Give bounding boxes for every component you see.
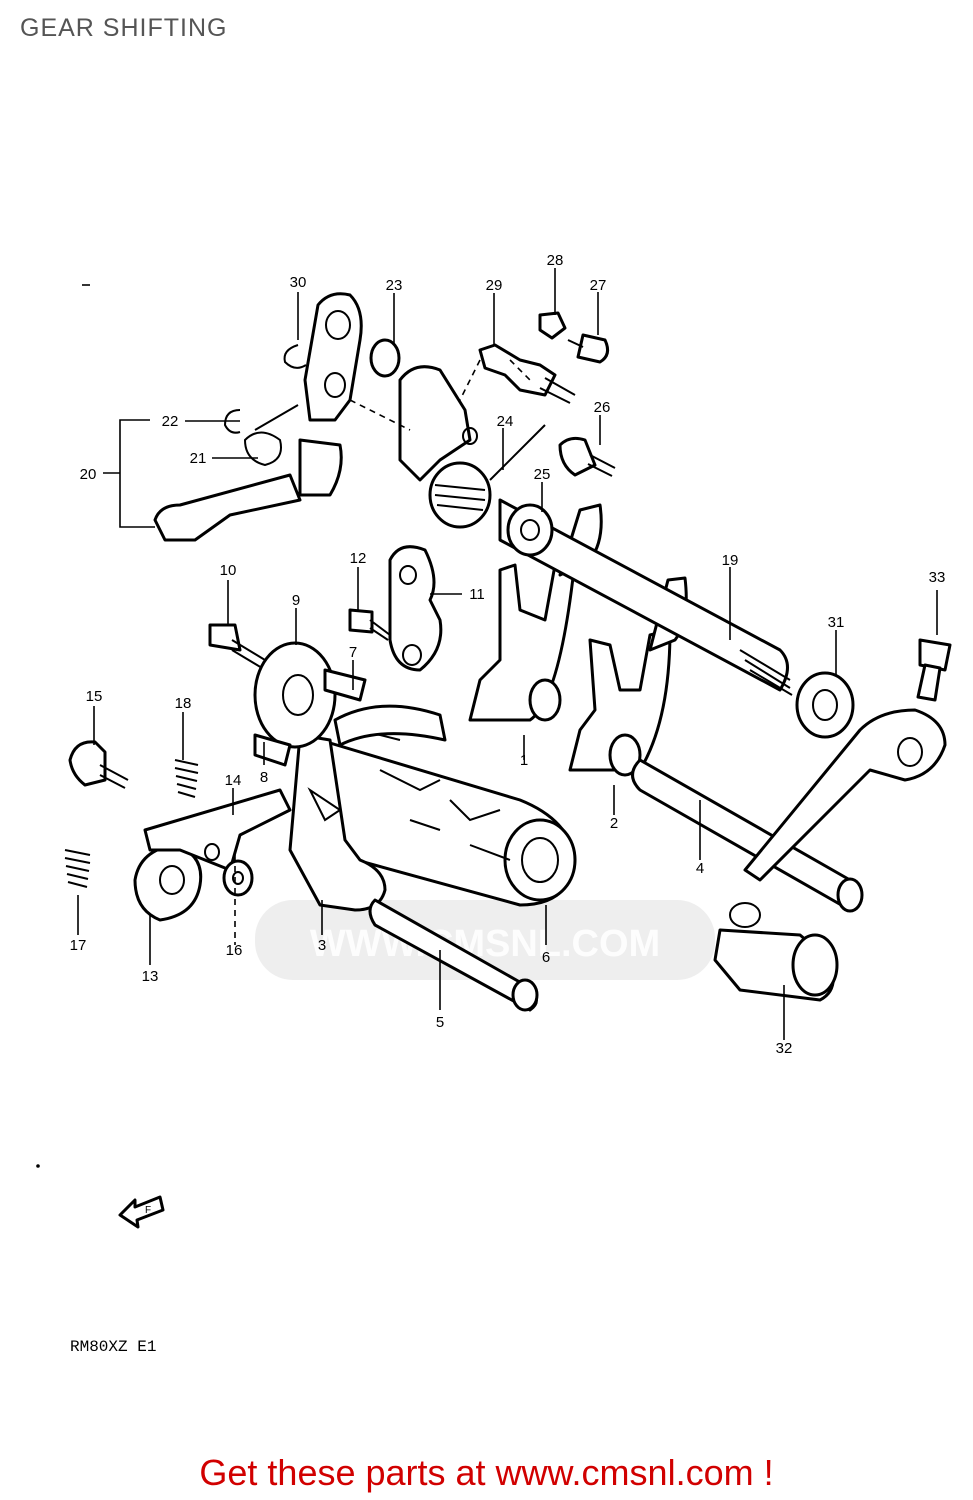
clip-30 — [283, 344, 307, 369]
callout-8: 8 — [260, 769, 268, 786]
washer-16 — [222, 859, 254, 897]
callout-16: 16 — [226, 942, 243, 959]
front-arrow-icon: F — [118, 1195, 165, 1229]
callout-26: 26 — [594, 399, 611, 416]
callout-1: 1 — [520, 752, 528, 769]
shift-fork-1 — [468, 503, 603, 722]
fork-shaft-4 — [631, 758, 864, 913]
shift-fork-3 — [288, 733, 387, 912]
callout-31: 31 — [828, 614, 845, 631]
callout-20: 20 — [80, 466, 97, 483]
callout-3: 3 — [318, 937, 326, 954]
callout-14: 14 — [225, 772, 242, 789]
callout-9: 9 — [292, 592, 300, 609]
callout-24: 24 — [497, 413, 514, 430]
circlip-22 — [223, 409, 241, 434]
callout-22: 22 — [162, 413, 179, 430]
assembly-line-c — [459, 359, 481, 401]
callout-17: 17 — [70, 937, 87, 954]
promo-link[interactable]: Get these parts at www.cmsnl.com ! — [199, 1452, 774, 1493]
shift-arm-body — [398, 365, 478, 482]
callout-29: 29 — [486, 277, 503, 294]
oil-seal-31 — [795, 671, 855, 739]
callout-32: 32 — [776, 1040, 793, 1057]
bush-23 — [369, 338, 401, 378]
callout-10: 10 — [220, 562, 237, 579]
callout-19: 19 — [722, 552, 739, 569]
gear-shift-shaft-19 — [498, 498, 793, 696]
assembly-line-a — [349, 399, 411, 431]
collar-25 — [506, 503, 554, 557]
callout-28: 28 — [547, 252, 564, 269]
spring-24 — [428, 424, 546, 529]
callout-11: 11 — [469, 586, 485, 603]
assembly-line-d — [509, 359, 531, 381]
callout-7: 7 — [349, 644, 357, 661]
callout-33: 33 — [929, 569, 946, 586]
spring-21 — [243, 404, 299, 467]
screw-10 — [208, 623, 266, 669]
spring-18 — [174, 759, 199, 798]
callout-27: 27 — [590, 277, 607, 294]
page-title: GEAR SHIFTING — [20, 14, 228, 42]
callout-23: 23 — [386, 277, 403, 294]
watermark: WWW.CMSNL.COM — [255, 900, 715, 980]
callout-21: 21 — [190, 450, 207, 467]
callout-18: 18 — [175, 695, 192, 712]
callout-6: 6 — [542, 949, 550, 966]
front-arrow-label: F — [145, 1205, 151, 1216]
leader-lines — [77, 268, 938, 1040]
callout-5: 5 — [436, 1014, 444, 1031]
callout-13: 13 — [142, 968, 159, 985]
watermark-text: WWW.CMSNL.COM — [310, 923, 660, 965]
bolt-26 — [558, 436, 616, 477]
callout-2: 2 — [610, 815, 618, 832]
cam-stopper-13 — [133, 843, 203, 922]
bolt-33 — [916, 638, 952, 702]
gear-shift-arm-20 — [153, 438, 343, 542]
plate-11 — [388, 545, 443, 672]
stray-dot — [36, 1164, 40, 1168]
stud-bolt-29 — [478, 343, 576, 404]
nut-28 — [538, 311, 567, 340]
shift-drum — [303, 704, 577, 907]
fork-shaft-5 — [368, 898, 539, 1012]
spring-17 — [64, 849, 91, 888]
callout-12: 12 — [350, 550, 367, 567]
callout-25: 25 — [534, 466, 551, 483]
gear-shift-plate — [303, 292, 363, 422]
callout-15: 15 — [86, 688, 103, 705]
gear-shift-lever-32 — [713, 708, 947, 1002]
model-code: RM80XZ E1 — [70, 1338, 156, 1356]
screw-12 — [348, 608, 391, 641]
bolt-15 — [68, 740, 129, 789]
callout-labels: 30 23 29 28 27 26 24 25 19 31 33 22 21 2… — [70, 252, 946, 1057]
callout-4: 4 — [696, 860, 704, 877]
bolt-27 — [567, 333, 610, 364]
callout-30: 30 — [290, 274, 307, 291]
